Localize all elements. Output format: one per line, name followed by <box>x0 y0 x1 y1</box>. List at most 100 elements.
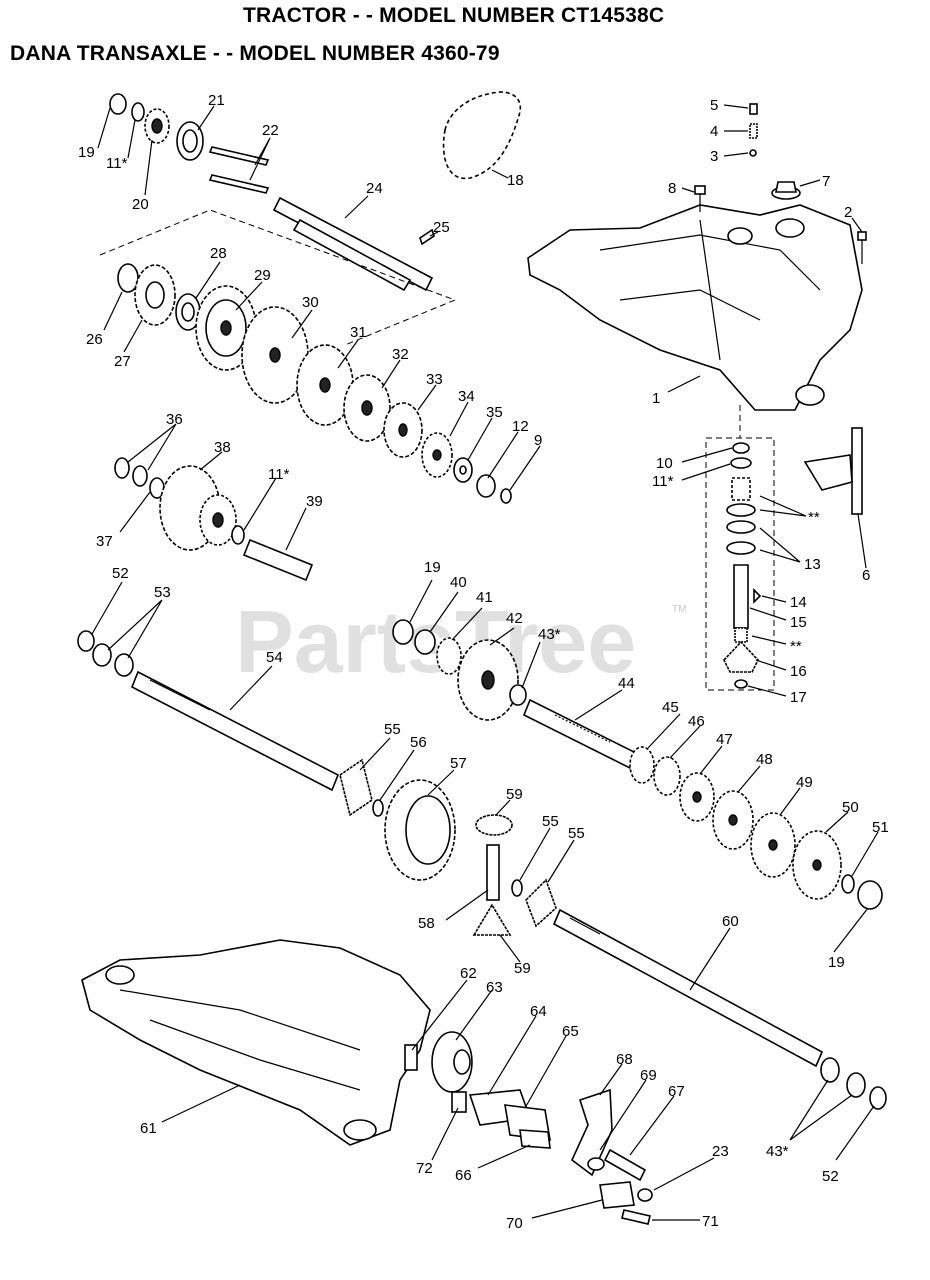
part-bolt-67 <box>603 1148 647 1182</box>
part-washer-11-right <box>730 457 752 469</box>
callout-69: 69 <box>640 1067 657 1084</box>
callout-66: 66 <box>455 1167 472 1184</box>
callout-40: 40 <box>450 574 467 591</box>
part-brake-disc-63 <box>431 1031 473 1093</box>
part-gear-cluster-38 <box>159 465 237 551</box>
callout-7: 7 <box>822 173 830 190</box>
part-spring-cap <box>726 477 756 517</box>
part-washers-53-left <box>92 643 134 677</box>
part-screw-5 <box>749 103 758 115</box>
part-spring-lower <box>734 627 748 643</box>
part-nut-23 <box>637 1188 653 1202</box>
callout-70: 70 <box>506 1215 523 1232</box>
part-pinion-59-bottom <box>472 903 512 936</box>
part-sprocket-20 <box>144 108 170 144</box>
part-gear-29 <box>195 285 257 371</box>
callout-55-right-a: 55 <box>542 813 559 830</box>
callout-labels: 19 11* 20 21 22 18 24 25 5 4 3 7 8 2 26 … <box>78 92 889 1232</box>
callout-39: 39 <box>306 493 323 510</box>
callout-33: 33 <box>426 371 443 388</box>
callout-52-left: 52 <box>112 565 129 582</box>
part-spring-4 <box>749 123 758 139</box>
page-title-tractor-model: TRACTOR - - MODEL NUMBER CT14538C <box>243 4 665 27</box>
callout-star-lower: ** <box>790 638 802 655</box>
part-pinion-59-top <box>475 814 513 836</box>
part-bearing-40 <box>414 629 436 655</box>
part-shaft-39 <box>242 538 314 582</box>
part-bearing-21 <box>176 121 204 161</box>
callout-14: 14 <box>790 594 807 611</box>
callout-30: 30 <box>302 294 319 311</box>
part-gear-42 <box>457 639 519 721</box>
callout-2: 2 <box>844 204 852 221</box>
part-ring-9 <box>500 488 512 504</box>
callout-9: 9 <box>534 432 542 449</box>
part-gear-41 <box>436 637 462 675</box>
part-sprocket-27 <box>134 264 176 326</box>
callout-65: 65 <box>562 1023 579 1040</box>
part-axle-60 <box>552 908 824 1068</box>
part-gear-47 <box>679 772 715 822</box>
callout-27: 27 <box>114 353 131 370</box>
callout-38: 38 <box>214 439 231 456</box>
callout-42: 42 <box>506 610 523 627</box>
callout-59-top: 59 <box>506 786 523 803</box>
callout-55-left: 55 <box>384 721 401 738</box>
part-ball-3 <box>749 149 757 157</box>
part-ring-56 <box>372 799 384 817</box>
callout-6: 6 <box>862 567 870 584</box>
part-shift-lever-6 <box>803 427 863 515</box>
callout-54: 54 <box>266 649 283 666</box>
part-key-14 <box>753 588 762 604</box>
callout-5: 5 <box>710 97 718 114</box>
callout-28: 28 <box>210 245 227 262</box>
part-breather-7 <box>771 181 801 200</box>
callout-19-mid: 19 <box>424 559 441 576</box>
callout-19-right: 19 <box>828 954 845 971</box>
part-gear-49 <box>750 812 796 878</box>
part-shaft-44 <box>522 698 642 772</box>
part-bushing-19-right <box>857 880 883 910</box>
callout-68: 68 <box>616 1051 633 1068</box>
callout-53: 53 <box>154 584 171 601</box>
part-shaft-58 <box>486 844 500 901</box>
callout-11-mid: 11* <box>268 466 290 483</box>
part-housing-lower-61 <box>81 939 431 1146</box>
part-gear-48 <box>712 790 754 850</box>
part-bolt-8 <box>694 185 706 212</box>
part-chain-18 <box>442 91 522 180</box>
part-seal-62 <box>404 1044 418 1071</box>
callout-46: 46 <box>688 713 705 730</box>
leader-lines <box>91 104 879 1221</box>
callout-41: 41 <box>476 589 493 606</box>
callout-63: 63 <box>486 979 503 996</box>
part-gear-34 <box>421 432 453 478</box>
callout-60: 60 <box>722 913 739 930</box>
part-pad-72 <box>451 1091 467 1113</box>
callout-26: 26 <box>86 331 103 348</box>
part-lever-68 <box>571 1088 613 1177</box>
callout-52-right: 52 <box>822 1168 839 1185</box>
callout-49: 49 <box>796 774 813 791</box>
part-bearing-19-top <box>109 93 127 115</box>
part-shaft-24 <box>272 196 434 292</box>
callout-72: 72 <box>416 1160 433 1177</box>
callout-58: 58 <box>418 915 435 932</box>
callout-24: 24 <box>366 180 383 197</box>
callout-18: 18 <box>507 172 524 189</box>
callout-25: 25 <box>433 219 450 236</box>
callout-29: 29 <box>254 267 271 284</box>
callout-3: 3 <box>710 148 718 165</box>
callout-10: 10 <box>656 455 673 472</box>
callout-17: 17 <box>790 689 807 706</box>
part-washer-69 <box>587 1157 605 1171</box>
callout-31: 31 <box>350 324 367 341</box>
callout-45: 45 <box>662 699 679 716</box>
callout-50: 50 <box>842 799 859 816</box>
callout-48: 48 <box>756 751 773 768</box>
part-ring-52-left <box>77 630 95 652</box>
part-bracket-70 <box>599 1181 635 1209</box>
callout-64: 64 <box>530 1003 547 1020</box>
callout-57: 57 <box>450 755 467 772</box>
part-washer-43-mid <box>509 684 527 706</box>
